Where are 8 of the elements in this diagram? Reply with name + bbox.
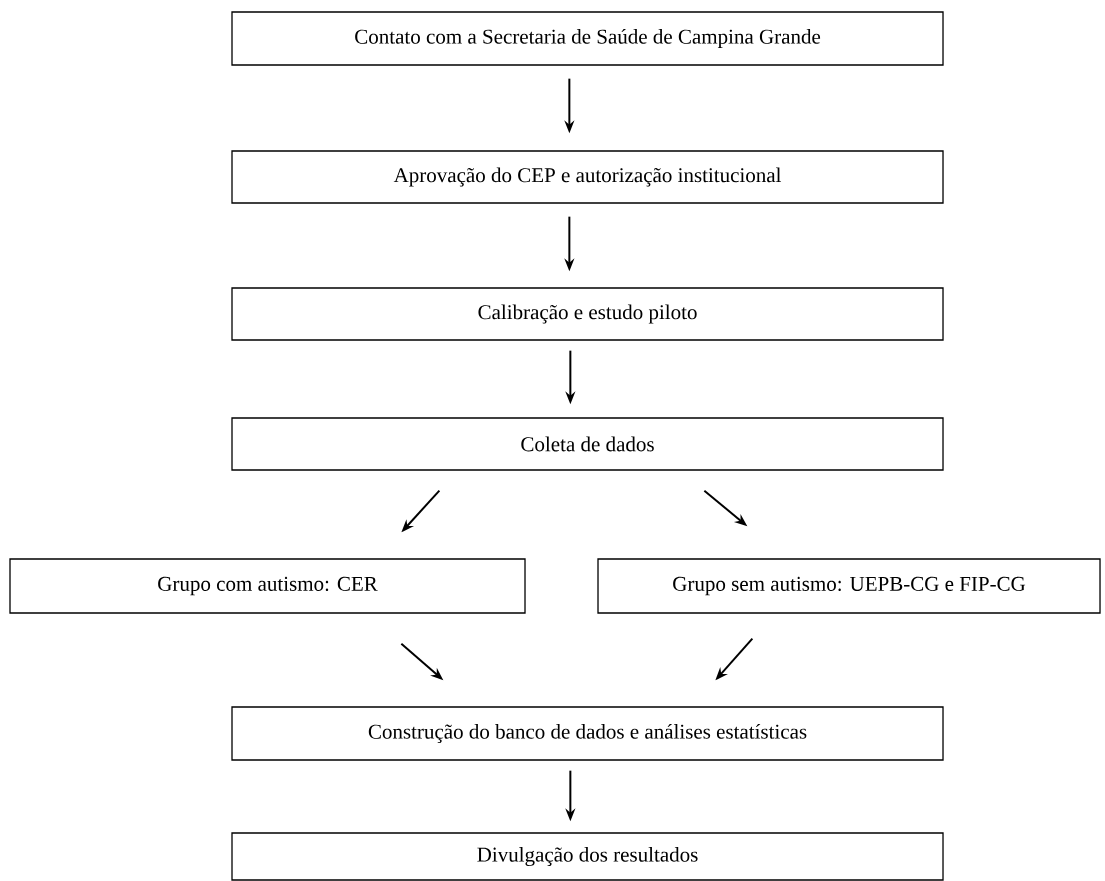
process-box: Contato com a Secretaria de Saúde de Campina Grande	[231, 11, 944, 66]
process-box: Grupo sem autismo: UEPB-CG e FIP-CG	[597, 558, 1101, 614]
process-box: Coleta de dados	[231, 417, 944, 471]
process-box: Calibração e estudo piloto	[231, 287, 944, 341]
process-box: Grupo com autismo: CER	[9, 558, 526, 614]
process-box: Divulgação dos resultados	[231, 832, 944, 881]
process-box: Aprovação do CEP e autorização institucional	[231, 150, 944, 204]
process-box: Construção do banco de dados e análises estatísticas	[231, 706, 944, 761]
